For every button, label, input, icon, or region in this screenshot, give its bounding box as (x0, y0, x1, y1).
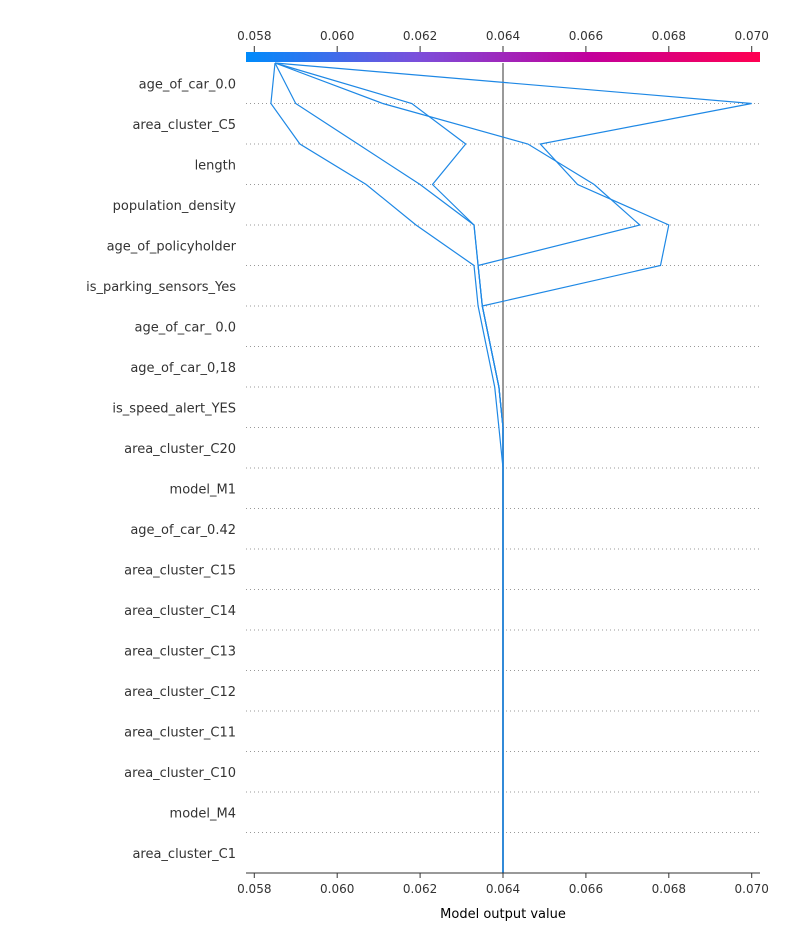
feature-label: area_cluster_C15 (124, 563, 236, 578)
x-tick-label: 0.070 (735, 882, 769, 896)
feature-label: population_density (113, 199, 237, 214)
top-tick-label: 0.068 (652, 29, 686, 43)
top-tick-label: 0.064 (486, 29, 520, 43)
decision-line (274, 62, 504, 873)
decision-line (270, 62, 504, 873)
feature-label: is_speed_alert_YES (112, 401, 236, 416)
feature-label: age_of_policyholder (107, 239, 237, 254)
decision-line (274, 62, 642, 873)
feature-label: length (195, 158, 236, 173)
feature-label: model_M4 (170, 806, 236, 821)
feature-label: model_M1 (170, 482, 236, 497)
feature-label: area_cluster_C10 (124, 766, 236, 781)
colorbar-strip (246, 52, 760, 62)
x-tick-label: 0.060 (320, 882, 354, 896)
top-tick-label: 0.060 (320, 29, 354, 43)
feature-label: area_cluster_C13 (124, 644, 236, 659)
feature-label: age_of_car_ 0.0 (134, 320, 236, 335)
feature-label: area_cluster_C20 (124, 442, 236, 457)
x-tick-label: 0.066 (569, 882, 603, 896)
decision-lines (270, 62, 752, 873)
feature-label: area_cluster_C1 (132, 847, 236, 862)
decision-line (274, 62, 504, 873)
x-tick-label: 0.058 (237, 882, 271, 896)
x-axis-title: Model output value (440, 907, 566, 922)
top-tick-label: 0.066 (569, 29, 603, 43)
feature-label: age_of_car_0,18 (130, 361, 236, 376)
feature-label: area_cluster_C12 (124, 685, 236, 700)
feature-label: area_cluster_C14 (124, 604, 236, 619)
top-tick-label: 0.062 (403, 29, 437, 43)
feature-label: age_of_car_0.0 (139, 77, 236, 92)
x-axis: 0.058 0.060 0.062 0.064 0.066 0.068 0.070 (237, 872, 769, 896)
feature-label: age_of_car_0.42 (130, 523, 236, 538)
feature-label: is_parking_sensors_Yes (86, 280, 236, 295)
x-tick-label: 0.064 (486, 882, 520, 896)
colorbar: 0.058 0.060 0.062 0.064 0.066 0.068 0.070 (237, 29, 769, 62)
feature-label: area_cluster_C5 (132, 118, 236, 133)
top-tick-label: 0.058 (237, 29, 271, 43)
feature-label: area_cluster_C11 (124, 725, 236, 740)
top-tick-label: 0.070 (735, 29, 769, 43)
x-tick-label: 0.062 (403, 882, 437, 896)
x-tick-label: 0.068 (652, 882, 686, 896)
